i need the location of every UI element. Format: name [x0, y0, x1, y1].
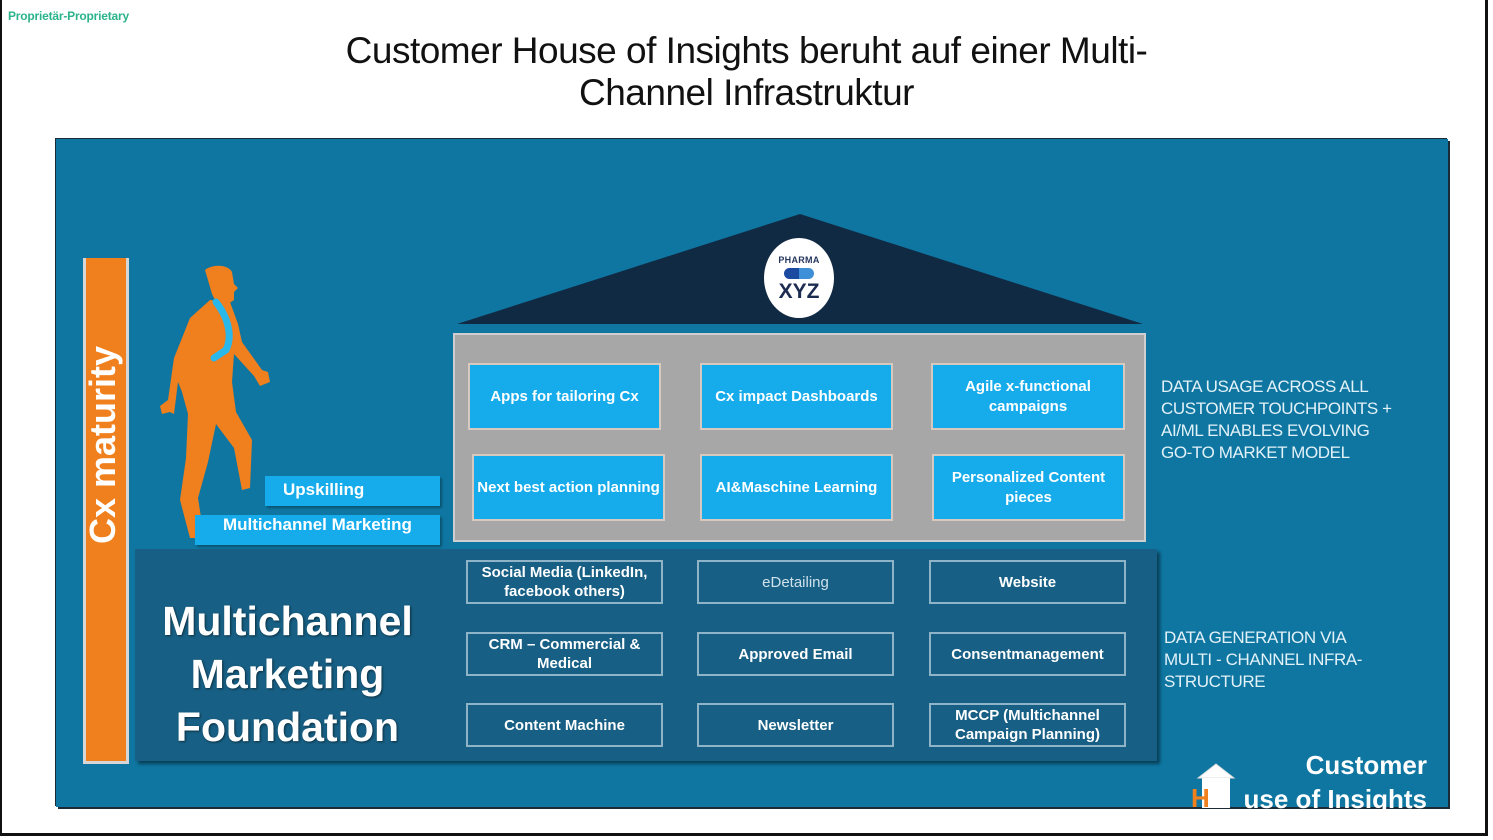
title-line-1: Customer House of Insights beruht auf ei…: [345, 30, 1148, 71]
channel-newsletter: Newsletter: [697, 703, 894, 747]
pillar-next-best-action: Next best action planning: [472, 454, 665, 521]
foundation-title: Multichannel Marketing Foundation: [145, 595, 430, 754]
proprietary-label: Proprietär-Proprietary: [8, 9, 129, 23]
annotation-data-generation: DATA GENERATION VIA MULTI - CHANNEL INFR…: [1164, 627, 1362, 693]
annotation-line: DATA USAGE ACROSS ALL: [1161, 377, 1369, 396]
step-upskilling: Upskilling: [265, 476, 440, 506]
pill-icon: [784, 267, 814, 279]
house-logo-icon: [1196, 763, 1236, 808]
logo-bottom-text: XYZ: [778, 279, 820, 303]
pharma-xyz-logo: PHARMA XYZ: [764, 238, 834, 318]
pillar-ai-ml: AI&Maschine Learning: [700, 454, 893, 521]
channel-website: Website: [929, 560, 1126, 604]
brand-line-2: Huse of Insights: [1192, 782, 1427, 816]
channel-approved-email: Approved Email: [697, 632, 894, 676]
foundation-title-line: Multichannel: [162, 598, 413, 644]
channel-edetailing: eDetailing: [697, 560, 894, 604]
foundation-title-line: Marketing: [190, 651, 385, 697]
channel-consentmanagement: Consentmanagement: [929, 632, 1126, 676]
brand-h-letter: H: [1191, 783, 1210, 813]
annotation-data-usage: DATA USAGE ACROSS ALL CUSTOMER TOUCHPOIN…: [1161, 376, 1392, 464]
logo-top-text: PHARMA: [778, 254, 820, 265]
title-line-2: Channel Infrastruktur: [578, 72, 915, 113]
annotation-line: AI/ML ENABLES EVOLVING: [1161, 421, 1370, 440]
pillar-apps-tailoring: Apps for tailoring Cx: [468, 363, 661, 430]
pillar-agile-campaigns: Agile x-functional campaigns: [931, 363, 1125, 430]
annotation-line: MULTI - CHANNEL INFRA-: [1164, 650, 1363, 669]
foundation-block: [135, 549, 1157, 761]
maturity-arrow-label: Cx maturity: [82, 345, 123, 545]
annotation-line: DATA GENERATION VIA: [1164, 628, 1347, 647]
foundation-title-line: Foundation: [175, 704, 400, 750]
channel-mccp: MCCP (Multichannel Campaign Planning): [929, 703, 1126, 747]
brand-line-1: Customer: [1305, 750, 1427, 780]
channel-crm: CRM – Commercial & Medical: [466, 632, 663, 676]
annotation-line: STRUCTURE: [1164, 672, 1266, 691]
channel-content-machine: Content Machine: [466, 703, 663, 747]
slide-title: Customer House of Insights beruht auf ei…: [0, 30, 1493, 114]
brand-customer-house-of-insights: Customer Huse of Insights: [1192, 748, 1427, 816]
pillar-cx-dashboards: Cx impact Dashboards: [700, 363, 893, 430]
annotation-line: CUSTOMER TOUCHPOINTS +: [1161, 399, 1392, 418]
step-multichannel-marketing: Multichannel Marketing: [195, 515, 440, 545]
maturity-arrow: [83, 258, 129, 764]
walking-person-icon: [160, 265, 270, 538]
channel-social-media: Social Media (LinkedIn, facebook others): [466, 560, 663, 604]
brand-line-2-rest: use of Insights: [1243, 784, 1427, 814]
pillar-personalized-content: Personalized Content pieces: [932, 454, 1125, 521]
annotation-line: GO-TO MARKET MODEL: [1161, 443, 1350, 462]
